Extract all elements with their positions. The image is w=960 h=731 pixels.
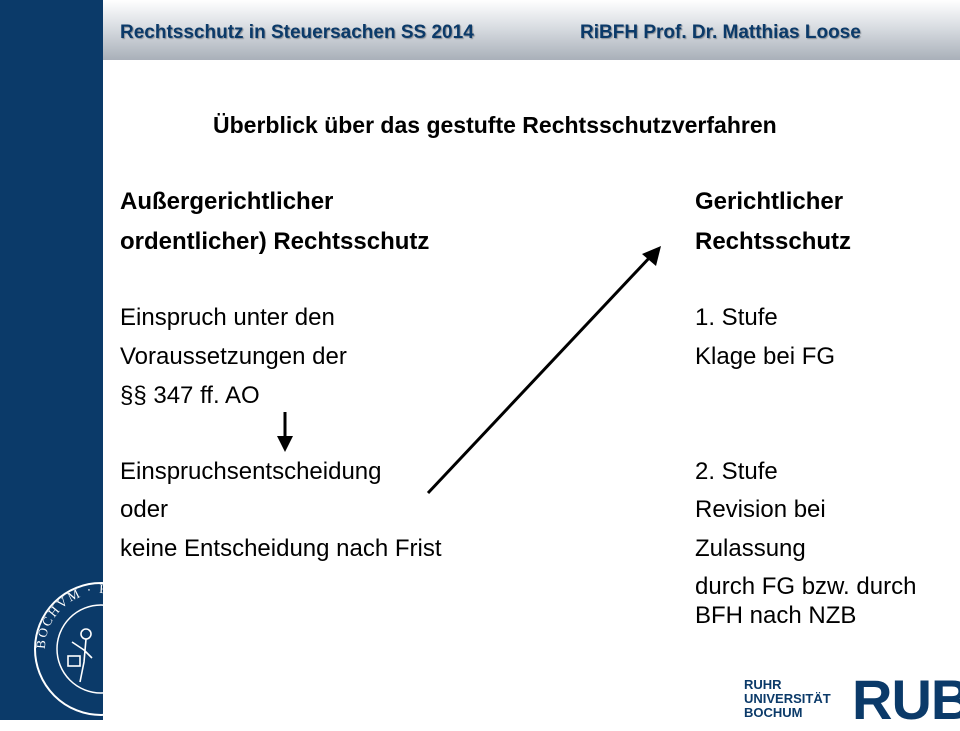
right-line-revision: Revision bei	[695, 496, 826, 523]
university-seal: BOCHVM · RVHR · VNIVERSITAT	[33, 581, 168, 716]
left-line-einspruch: Einspruch unter den	[120, 304, 335, 331]
diagonal-arrow-icon	[426, 246, 661, 495]
down-arrow-icon	[277, 412, 293, 452]
right-line-zulassung: Zulassung	[695, 535, 806, 562]
right-line-klage: Klage bei FG	[695, 343, 836, 370]
left-heading-line-1: Außergerichtlicher	[120, 188, 334, 215]
sidebar-band	[0, 0, 103, 720]
left-line-keine-entscheidung: keine Entscheidung nach Frist	[120, 535, 442, 562]
rub-logo: RUB	[852, 668, 960, 731]
left-line-voraussetzungen: Voraussetzungen der	[120, 343, 347, 370]
slide-title: Überblick über das gestufte Rechtsschutz…	[213, 112, 777, 138]
right-line-bfh-nzb: BFH nach NZB	[695, 602, 857, 629]
header-course-title: Rechtsschutz in Steuersachen SS 2014	[120, 22, 474, 43]
seal-figures-icon	[67, 626, 127, 683]
logo-university-name: RUHR UNIVERSITÄT BOCHUM	[744, 677, 831, 720]
right-line-stufe-2: 2. Stufe	[695, 458, 778, 485]
left-line-paragraph: §§ 347 ff. AO	[120, 382, 260, 409]
header-lecturer: RiBFH Prof. Dr. Matthias Loose	[580, 22, 861, 43]
right-line-stufe-1: 1. Stufe	[695, 304, 778, 331]
left-line-oder: oder	[120, 496, 169, 523]
right-line-durch-fg: durch FG bzw. durch	[695, 573, 917, 600]
right-heading-line-1: Gerichtlicher	[695, 188, 844, 215]
left-line-einspruchsentscheidung: Einspruchsentscheidung	[120, 458, 382, 485]
right-heading-line-2: Rechtsschutz	[695, 228, 852, 255]
header-bar	[103, 0, 960, 60]
left-heading-line-2: ordentlicher) Rechtsschutz	[120, 228, 430, 255]
